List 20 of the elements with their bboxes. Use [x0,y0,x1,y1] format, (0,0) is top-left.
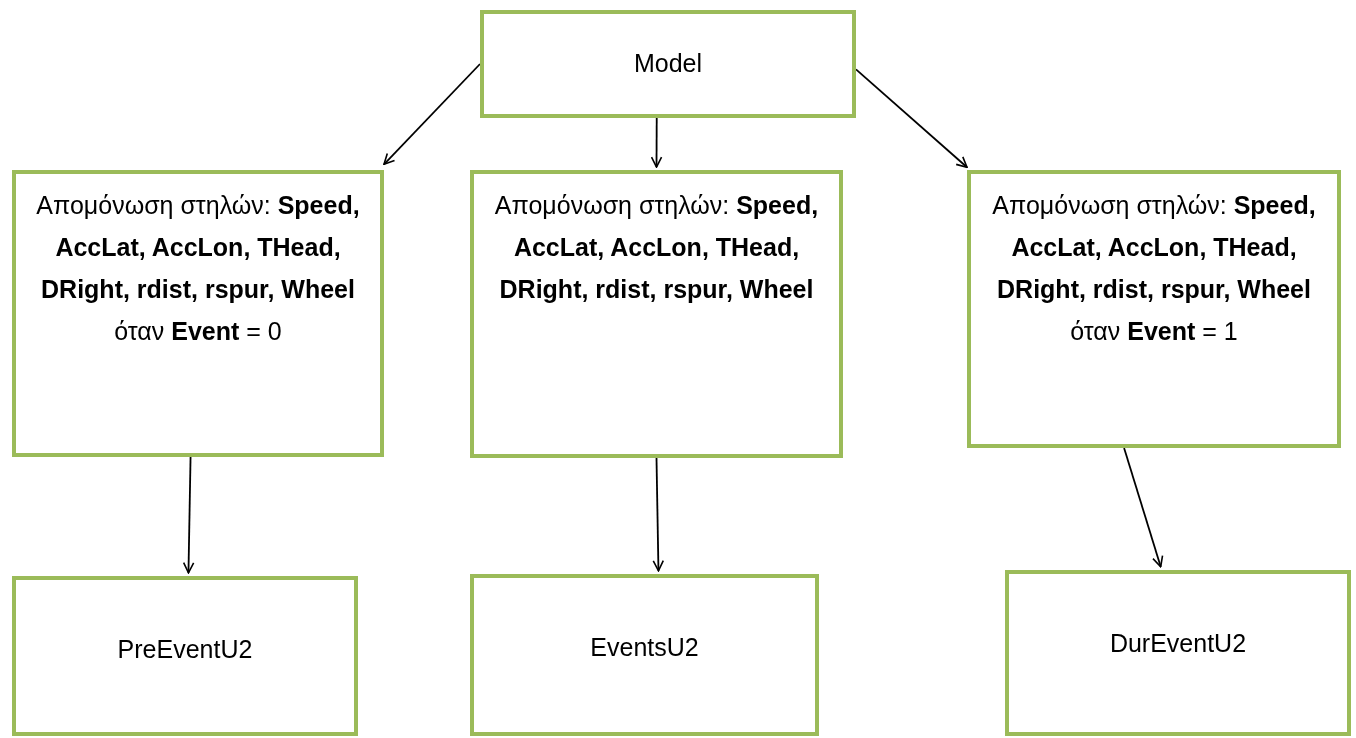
box-text: EventsU2 [590,632,699,663]
arrow [1123,447,1164,568]
box-text: Model [633,48,703,79]
process-box [470,574,819,736]
process-box [967,170,1341,448]
arrow [855,68,968,169]
arrow [652,457,665,572]
box-text: Απομόνωση στηλών: Speed, AccLat, AccLon, THead, DRight, rdist, rspur, Wheel όταν Event = 1 [991,190,1317,347]
box-text: Απομόνωση στηλών: Speed, AccLat, AccLon, THead, DRight, rdist, rspur, Wheel [493,190,820,305]
box-text: DurEventU2 [1109,628,1247,659]
process-box [470,170,843,458]
process-box [12,576,358,736]
box-text: Απομόνωση στηλών: Speed, AccLat, AccLon, THead, DRight, rdist, rspur, Wheel όταν Event = 0 [35,190,361,347]
process-box [12,170,384,457]
arrow [182,456,195,574]
process-box [1005,570,1351,736]
process-box [480,10,856,118]
arrow [650,117,663,168]
arrow [383,63,481,166]
box-text: PreEventU2 [117,634,253,665]
